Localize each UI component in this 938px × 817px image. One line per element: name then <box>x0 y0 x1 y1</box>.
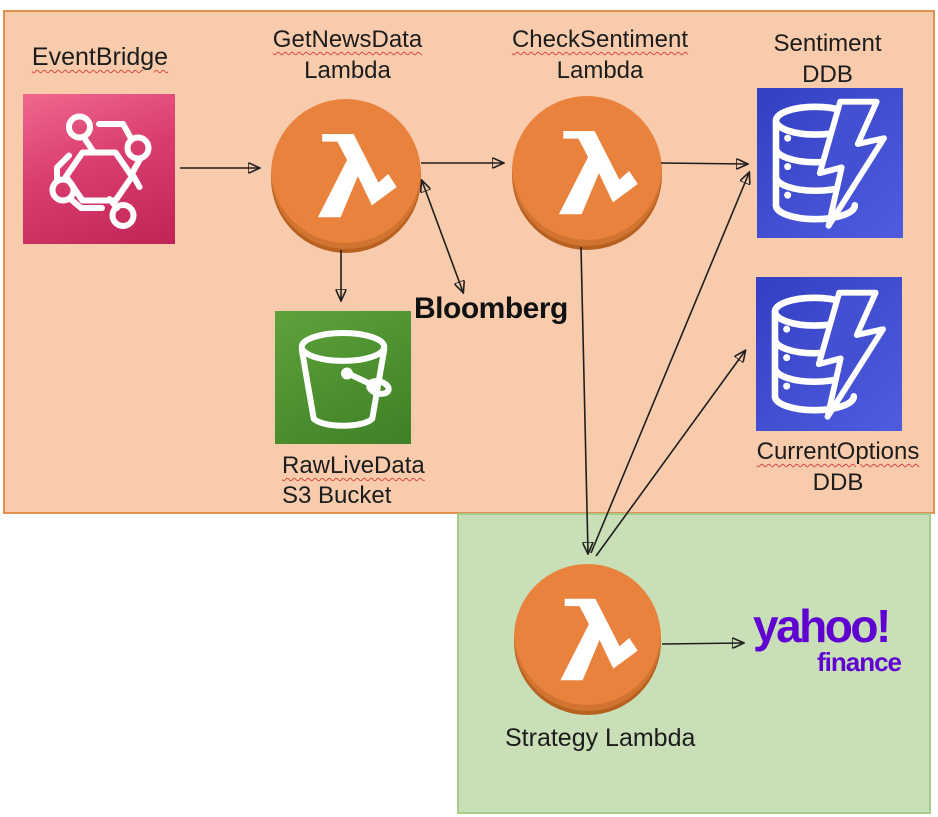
eventbridge-node <box>23 94 175 244</box>
dynamodb-icon <box>771 289 886 420</box>
sentiment-ddb-label-line2: DDB <box>802 61 853 88</box>
lambda-icon <box>558 131 638 215</box>
s3-bucket-label-line1: RawLiveData <box>282 452 425 479</box>
eventbridge-icon <box>49 113 152 229</box>
s3-bucket-icon <box>298 329 392 429</box>
getnews-lambda-label: GetNewsData Lambda <box>255 24 440 86</box>
checksentiment-lambda-label-line1: CheckSentiment <box>511 26 689 53</box>
checksentiment-lambda-label-line2: Lambda <box>556 57 644 84</box>
s3-bucket-node <box>275 311 411 444</box>
currentoptions-ddb-label: CurrentOptions DDB <box>748 436 928 498</box>
strategy-lambda-label: Strategy Lambda <box>505 724 696 752</box>
eventbridge-label: EventBridge <box>20 42 180 73</box>
getnews-lambda-node <box>271 99 421 249</box>
lambda-icon <box>559 598 638 680</box>
yahoo-logo-sub: finance <box>816 647 902 677</box>
sentiment-ddb-label: Sentiment DDB <box>745 28 910 90</box>
checksentiment-lambda-node <box>512 96 662 246</box>
lambda-icon <box>317 134 397 218</box>
strategy-lambda-node <box>514 564 661 711</box>
s3-bucket-label: RawLiveData S3 Bucket <box>282 451 432 511</box>
currentoptions-ddb-label-line1: CurrentOptions <box>756 438 920 465</box>
yahoo-logo-main: yahoo! <box>753 600 891 652</box>
s3-bucket-label-line2: S3 Bucket <box>282 482 392 509</box>
yahoo-finance-logo: yahoo! finance <box>753 600 905 677</box>
checksentiment-lambda-label: CheckSentiment Lambda <box>500 24 700 86</box>
eventbridge-label-text: EventBridge <box>31 43 169 71</box>
currentoptions-ddb-label-line2: DDB <box>812 469 864 496</box>
getnews-lambda-label-line2: Lambda <box>304 57 391 84</box>
currentoptions-ddb-node <box>756 277 902 431</box>
dynamodb-icon <box>772 98 887 229</box>
bloomberg-logo: Bloomberg <box>414 292 568 325</box>
getnews-lambda-label-line1: GetNewsData <box>272 26 423 53</box>
sentiment-ddb-label-line1: Sentiment <box>773 30 882 57</box>
sentiment-ddb-node <box>757 88 903 238</box>
